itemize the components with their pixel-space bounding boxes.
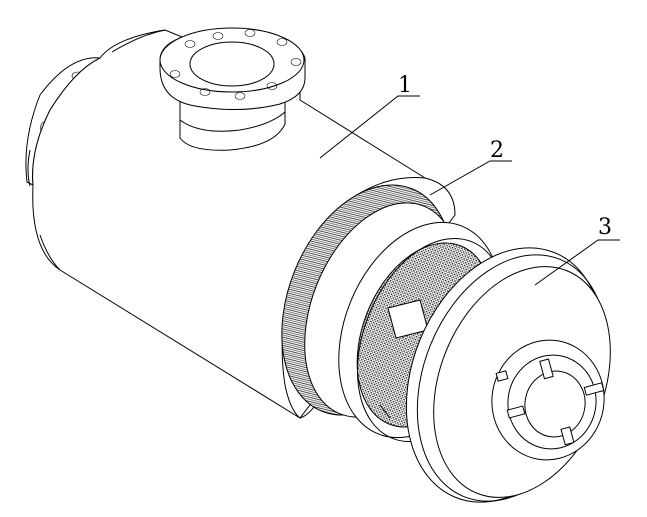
callout-label-2: 2 xyxy=(490,138,504,163)
callout-label-3: 3 xyxy=(598,215,612,240)
callout-3: 3 xyxy=(534,215,620,286)
top-nozzle xyxy=(159,27,306,151)
flange-bolt-holes xyxy=(169,29,302,100)
callout-label-1: 1 xyxy=(398,73,412,98)
callout-2: 2 xyxy=(429,138,512,196)
callout-1: 1 xyxy=(319,73,420,159)
outlet-spokes xyxy=(495,358,605,446)
front-end-cover xyxy=(405,247,611,503)
